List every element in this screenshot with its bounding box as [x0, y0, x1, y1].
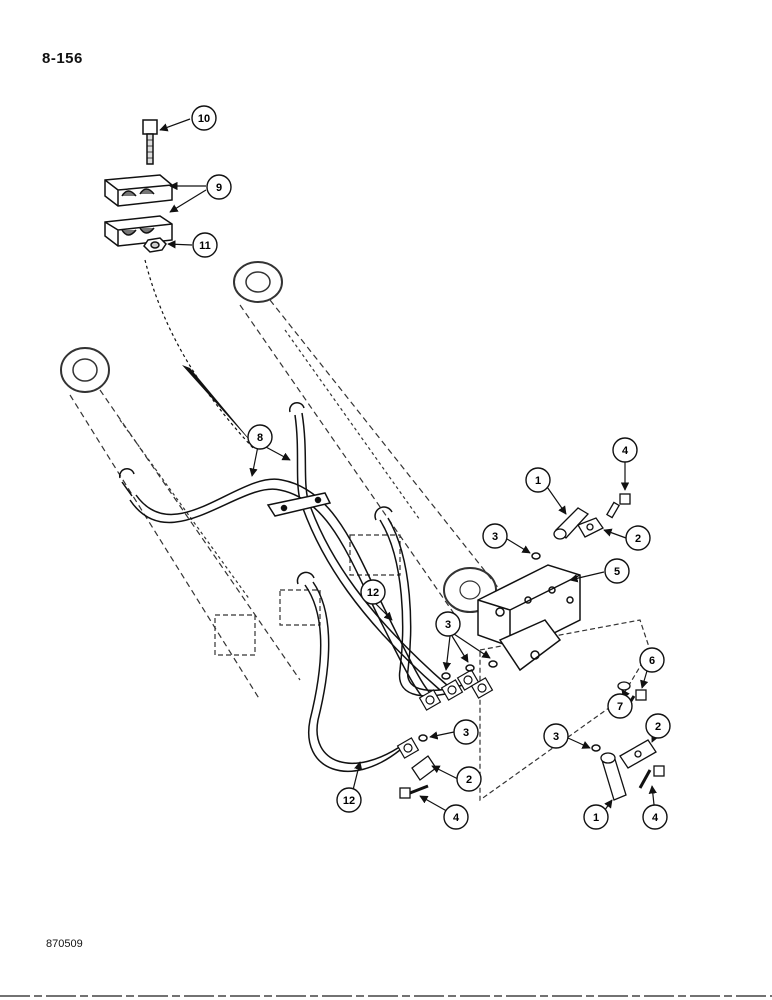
svg-text:11: 11 — [199, 240, 211, 252]
callout-2-low: 2 — [456, 766, 482, 792]
callout-3-top: 3 — [482, 523, 508, 549]
callout-9: 9 — [206, 174, 232, 200]
hose-12-lower — [296, 571, 405, 772]
flange-2-top — [577, 517, 604, 538]
drawing-number: 870509 — [46, 938, 83, 950]
callout-2-right: 2 — [645, 713, 671, 739]
adaptor-1-top — [553, 507, 590, 540]
callout-3-right: 3 — [543, 723, 569, 749]
mounting-frame — [214, 534, 651, 802]
svg-text:3: 3 — [445, 619, 451, 631]
svg-text:12: 12 — [367, 587, 379, 599]
svg-text:9: 9 — [216, 182, 222, 194]
callout-12-mid: 12 — [360, 579, 386, 605]
svg-text:3: 3 — [492, 531, 498, 543]
clamp-assembly — [104, 119, 173, 253]
svg-text:1: 1 — [593, 812, 599, 824]
svg-text:7: 7 — [617, 701, 623, 713]
svg-text:3: 3 — [463, 727, 469, 739]
callout-3-low: 3 — [453, 719, 479, 745]
hose-8-left — [118, 468, 432, 701]
hoses — [118, 402, 467, 772]
callout-1-top: 1 — [525, 467, 551, 493]
screw-4-low — [399, 784, 429, 799]
svg-text:2: 2 — [635, 533, 641, 545]
callout-4-top: 4 — [612, 437, 638, 463]
nut-11 — [143, 237, 167, 253]
front-cylinder — [60, 347, 301, 701]
svg-text:1: 1 — [535, 475, 541, 487]
svg-text:8: 8 — [257, 432, 263, 444]
page-number: 8-156 — [42, 50, 83, 67]
screw-4-top — [606, 493, 631, 519]
screw-4-right — [638, 765, 665, 789]
svg-text:4: 4 — [453, 812, 460, 824]
clamp-half-upper-9 — [104, 174, 173, 207]
svg-text:2: 2 — [655, 721, 661, 733]
valve-block-5 — [477, 564, 581, 672]
callout-4-low: 4 — [443, 804, 469, 830]
callout-3-group: 3 — [435, 611, 461, 637]
svg-text:3: 3 — [553, 731, 559, 743]
callout-2-top: 2 — [625, 525, 651, 551]
callout-7: 7 — [607, 693, 633, 719]
callout-5: 5 — [604, 558, 630, 584]
callout-4-right: 4 — [642, 804, 668, 830]
svg-text:5: 5 — [614, 566, 620, 578]
hose-12-upper — [374, 506, 467, 697]
callout-6: 6 — [639, 647, 665, 673]
svg-text:4: 4 — [622, 445, 629, 457]
callout-1-low: 1 — [583, 804, 609, 830]
adaptor-1-low — [600, 752, 627, 801]
hose-fittings — [396, 669, 494, 759]
svg-text:10: 10 — [198, 113, 210, 125]
location-wedge — [182, 365, 260, 452]
clamp-location-leader — [144, 259, 256, 451]
svg-text:4: 4 — [652, 812, 659, 824]
callout-10: 10 — [191, 105, 217, 131]
hose-8-right — [288, 402, 449, 691]
callout-8: 8 — [247, 424, 273, 450]
flange-2-right — [619, 739, 657, 769]
svg-text:12: 12 — [343, 795, 355, 807]
rear-cylinder — [233, 261, 501, 616]
o-rings — [418, 552, 601, 752]
washer-7 — [617, 681, 631, 691]
bolt-10 — [142, 119, 158, 165]
callout-12-low: 12 — [336, 787, 362, 813]
flange-2-low — [411, 755, 437, 781]
callout-11: 11 — [192, 232, 218, 258]
svg-text:2: 2 — [466, 774, 472, 786]
callouts: 10 9 11 8 4 1 2 3 5 12 3 3 6 7 2 3 2 12 … — [191, 105, 671, 830]
hose-clamp-fitted — [266, 492, 332, 517]
callout-leaders — [159, 118, 660, 815]
svg-text:6: 6 — [649, 655, 655, 667]
